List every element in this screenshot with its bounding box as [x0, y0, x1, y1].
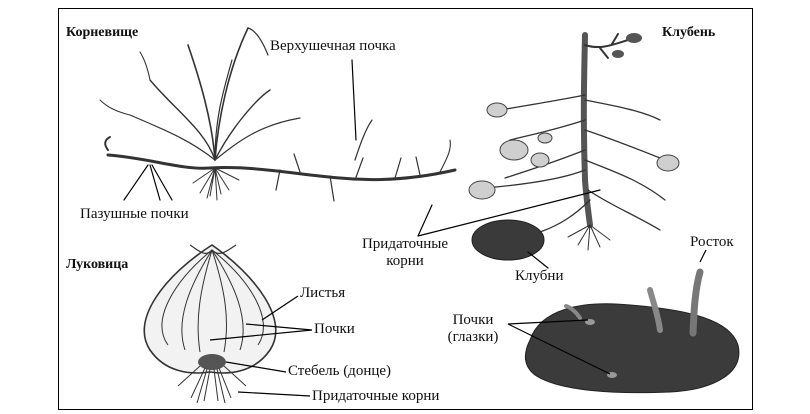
sprout-label: Росток [690, 234, 734, 251]
adventitious-roots-label-line2: корни [345, 253, 465, 270]
tuber-plant-drawing [418, 33, 679, 268]
tuber-title: Клубень [662, 24, 715, 41]
eyes-label-line1: Почки [428, 312, 518, 329]
axillary-buds-label: Пазушные почки [80, 206, 189, 223]
adventitious-roots-label-line1: Придаточные [345, 236, 465, 253]
rhizome-title: Корневище [66, 24, 138, 41]
bulb-drawing [144, 245, 312, 403]
eyes-label-line2: (глазки) [428, 329, 518, 346]
bulb-buds-label: Почки [314, 321, 355, 338]
bulb-leaves-label: Листья [300, 285, 345, 302]
bulb-stem-label: Стебель (донце) [288, 363, 391, 380]
bulb-adventitious-roots-label: Придаточные корни [312, 388, 439, 405]
apical-bud-label: Верхушечная почка [270, 38, 396, 55]
bulb-title: Луковица [66, 256, 128, 273]
tubers-label: Клубни [515, 268, 563, 285]
